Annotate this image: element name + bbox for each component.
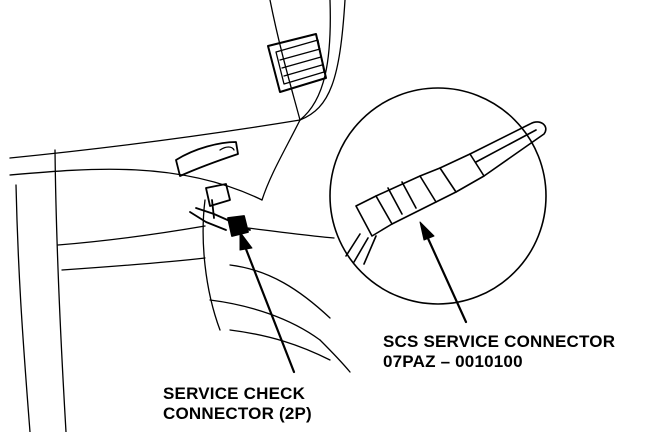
connector-cable [247, 227, 335, 239]
service-check-connector-icon [189, 183, 251, 237]
dashboard-outline [9, 0, 346, 201]
service-check-label-line2: CONNECTOR (2P) [163, 404, 312, 423]
service-check-label-line1: SERVICE CHECK [163, 384, 306, 403]
lower-dash-panel [15, 149, 351, 432]
air-vent-icon [267, 33, 327, 93]
service-check-connector-label: SERVICE CHECK CONNECTOR (2P) [163, 384, 312, 424]
panel-handle-icon [175, 141, 239, 177]
service-check-arrowhead [239, 231, 253, 251]
magnified-inset [329, 87, 547, 305]
scs-label-line2: 07PAZ – 0010100 [383, 352, 523, 371]
scs-connector-icon [345, 121, 547, 265]
service-check-leader-line [242, 242, 296, 374]
scs-arrowhead [419, 221, 435, 241]
scs-label-line1: SCS SERVICE CONNECTOR [383, 332, 616, 351]
scs-leader-line [424, 232, 468, 324]
scs-service-connector-label: SCS SERVICE CONNECTOR 07PAZ – 0010100 [383, 332, 615, 372]
